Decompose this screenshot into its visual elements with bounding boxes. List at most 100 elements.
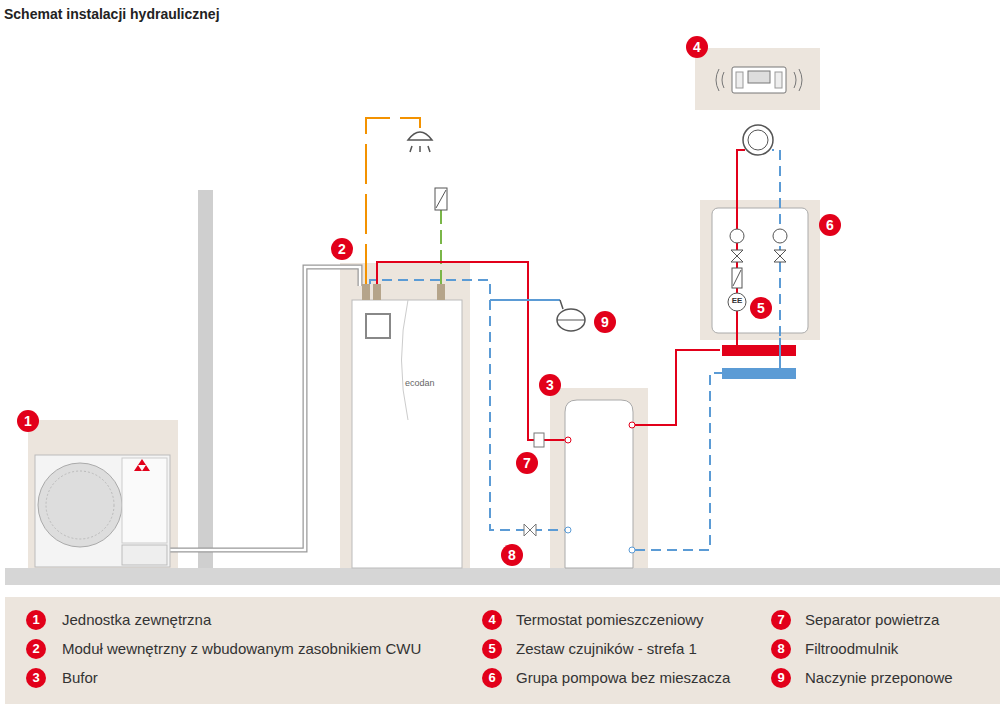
callout-circle: 9	[594, 311, 616, 333]
drawing-path	[733, 270, 741, 286]
drawing-path	[370, 280, 565, 530]
callout-number: 4	[693, 39, 701, 55]
legend-number: 8	[771, 639, 791, 659]
drawing-path	[716, 69, 802, 91]
drawing-path	[408, 132, 432, 140]
legend-text: Naczynie przeponowe	[805, 669, 953, 686]
drawing-rect	[5, 597, 1000, 704]
drawing-path	[737, 150, 745, 345]
callout-circle: 3	[539, 374, 561, 396]
legend-number: 6	[482, 668, 502, 688]
drawing-ellipse	[557, 309, 585, 331]
legend-text: Grupa pompowa bez mieszacza	[516, 669, 730, 686]
drawing-circle	[743, 125, 773, 155]
drawing-path	[557, 320, 585, 321]
legend-number: 2	[26, 639, 46, 659]
drawing-rect	[437, 284, 445, 300]
legend-number: 9	[771, 668, 791, 688]
drawing-path	[440, 210, 442, 284]
drawing-rect	[28, 420, 178, 570]
drawing-circle	[565, 437, 571, 443]
drawing-rect	[366, 314, 390, 338]
legend-text: Bufor	[62, 669, 98, 686]
drawing-circle	[482, 610, 502, 630]
drawing-path	[524, 524, 536, 536]
callout-circle: 4	[686, 36, 708, 58]
callout-circle: 7	[516, 452, 538, 474]
drawing-rect	[373, 284, 381, 300]
legend-text: Moduł wewnętrzny z wbudowanym zasobnikie…	[62, 640, 421, 657]
drawing-rect	[352, 300, 462, 568]
drawing-path	[560, 300, 563, 309]
callout-number: 9	[601, 314, 609, 330]
drawing-circle	[26, 639, 46, 659]
legend-number: 5	[482, 639, 502, 659]
drawing-rect	[534, 433, 544, 447]
callout-number: 6	[826, 217, 834, 233]
callout-number: 7	[523, 455, 531, 471]
legend-number: 1	[26, 610, 46, 630]
drawing-rect	[695, 48, 820, 110]
diagram-title: Schemat instalacji hydraulicznej	[4, 6, 220, 22]
legend-number: 3	[26, 668, 46, 688]
drawing-circle	[629, 422, 635, 428]
drawing-rect	[122, 545, 167, 565]
drawing-circle	[26, 610, 46, 630]
drawing-path	[134, 459, 150, 471]
drawing-circle	[771, 668, 791, 688]
legend-number: 4	[482, 610, 502, 630]
drawing-path	[402, 300, 409, 420]
drawing-circle	[482, 639, 502, 659]
drawing-path	[165, 267, 360, 550]
legend-text: Filtroodmulnik	[805, 640, 898, 657]
drawing-path	[436, 190, 446, 208]
callout-circle: 2	[331, 238, 353, 260]
drawing-circle	[748, 130, 768, 150]
drawing-circle	[629, 547, 635, 553]
drawing-circle	[728, 293, 746, 311]
drawing-circle	[38, 463, 122, 547]
drawing-rect	[722, 368, 796, 379]
drawing-rect	[722, 345, 796, 356]
callout-number: 5	[757, 300, 765, 316]
drawing-rect	[35, 455, 170, 567]
drawing-path	[731, 250, 786, 262]
brand-label: ecodan	[405, 378, 435, 388]
callout-number: 1	[24, 413, 32, 429]
drawing-circle	[771, 610, 791, 630]
legend-text: Termostat pomieszczeniowy	[516, 611, 704, 628]
drawing-rect	[122, 458, 167, 543]
drawing-circle	[730, 229, 744, 243]
drawing-rect	[736, 72, 743, 88]
drawing-path	[635, 350, 720, 425]
callout-number: 8	[508, 547, 516, 563]
drawing-circle	[773, 229, 787, 243]
drawing-rect	[700, 200, 820, 340]
drawing-path	[377, 262, 565, 440]
drawing-rect	[775, 72, 782, 88]
drawing-path	[410, 146, 430, 152]
sensor-label: EE	[728, 296, 746, 305]
drawing-rect	[340, 263, 470, 570]
drawing-rect	[362, 284, 370, 300]
drawing-g	[26, 610, 791, 688]
drawing-path	[779, 338, 781, 368]
drawing-path	[565, 400, 633, 568]
drawing-path	[490, 299, 560, 301]
callout-circle: 8	[501, 544, 523, 566]
callout-number: 3	[546, 377, 554, 393]
drawing-rect	[550, 388, 648, 570]
drawing-circle	[771, 639, 791, 659]
legend-text: Zestaw czujników - strefa 1	[516, 640, 697, 657]
drawing-rect	[732, 67, 786, 93]
callout-circle: 1	[17, 410, 39, 432]
drawing-rect	[5, 568, 1000, 585]
callout-circle: 5	[750, 297, 772, 319]
legend-text: Jednostka zewnętrzna	[62, 611, 211, 628]
drawing-circle	[565, 527, 571, 533]
drawing-path	[635, 373, 722, 550]
drawing-circle	[46, 471, 114, 539]
callout-number: 2	[338, 241, 346, 257]
legend-number: 7	[771, 610, 791, 630]
